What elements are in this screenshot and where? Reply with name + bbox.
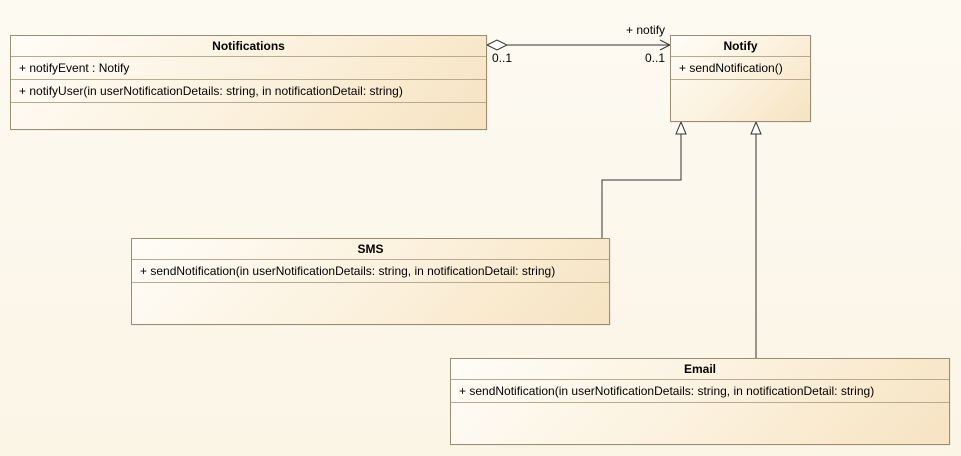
empty-compartment (671, 80, 810, 103)
operations-compartment: + notifyUser(in userNotificationDetails:… (11, 80, 486, 103)
aggregation-diamond (485, 39, 509, 51)
association-source-multiplicity: 0..1 (492, 51, 513, 65)
class-name: Notify (671, 36, 810, 57)
operations-compartment: + sendNotification(in userNotificationDe… (132, 260, 609, 283)
class-notifications[interactable]: Notifications + notifyEvent : Notify + n… (10, 35, 487, 130)
attributes-compartment: + notifyEvent : Notify (11, 57, 486, 80)
association-target-multiplicity: 0..1 (645, 51, 666, 65)
association-role-label: + notify (626, 23, 666, 37)
class-name: SMS (132, 239, 609, 260)
operation-item: + sendNotification(in userNotificationDe… (140, 264, 556, 278)
operation-item: + sendNotification(in userNotificationDe… (459, 384, 875, 398)
operations-compartment: + sendNotification() (671, 57, 810, 80)
class-email[interactable]: Email + sendNotification(in userNotifica… (450, 358, 950, 445)
generalization-sms-line[interactable] (601, 134, 682, 238)
empty-compartment (132, 283, 609, 306)
class-name: Email (451, 359, 949, 380)
class-name: Notifications (11, 36, 486, 57)
generalization-sms-triangle (675, 120, 687, 135)
operations-compartment: + sendNotification(in userNotificationDe… (451, 380, 949, 403)
generalization-email-triangle (750, 120, 762, 135)
attribute-item: + notifyEvent : Notify (19, 61, 130, 75)
operation-item: + notifyUser(in userNotificationDetails:… (19, 84, 403, 98)
empty-compartment (451, 403, 949, 426)
class-notify[interactable]: Notify + sendNotification() (670, 35, 811, 122)
operation-item: + sendNotification() (679, 61, 783, 75)
class-sms[interactable]: SMS + sendNotification(in userNotificati… (131, 238, 610, 325)
empty-compartment (11, 103, 486, 126)
